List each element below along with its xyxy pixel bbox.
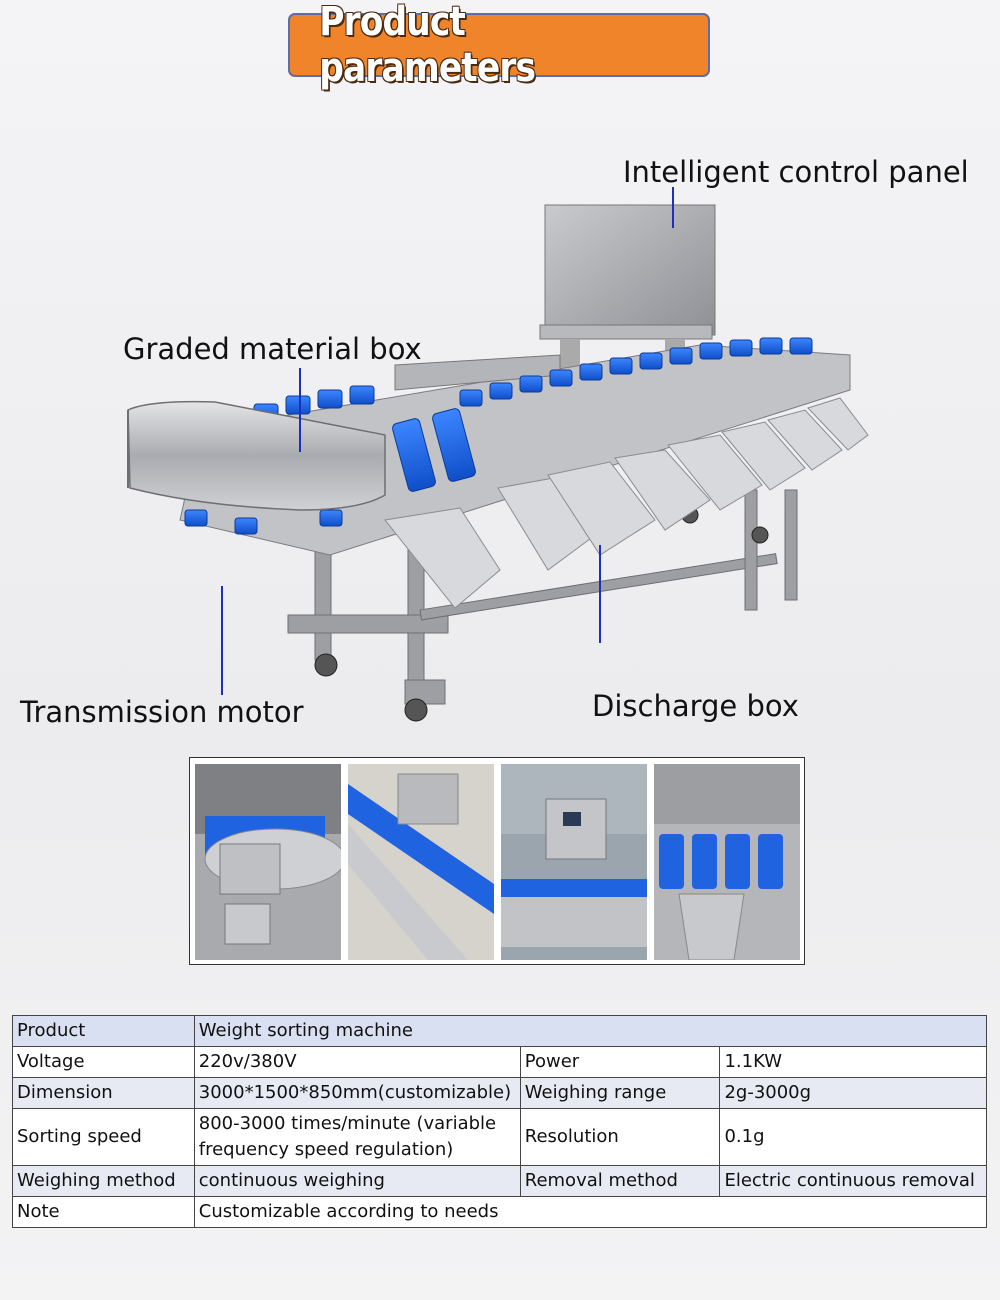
- spec-label: Resolution: [519, 1108, 721, 1166]
- left-curved-guard: [127, 400, 386, 511]
- leader-lines: [221, 187, 674, 695]
- table-row: Product Weight sorting machine: [12, 1015, 988, 1047]
- table-row: Dimension 3000*1500*850mm(customizable) …: [12, 1077, 987, 1109]
- table-row: Weighing method continuous weighing Remo…: [12, 1165, 987, 1197]
- photo-thumbnail: [195, 764, 341, 960]
- spec-label: Weighing range: [519, 1077, 721, 1109]
- spec-table: Product Weight sorting machine Voltage 2…: [12, 1015, 988, 1228]
- photo-thumbnail: [654, 764, 800, 960]
- spec-value: 0.1g: [719, 1108, 987, 1166]
- table-row: Note Customizable according to needs: [12, 1196, 988, 1228]
- table-row: Voltage 220v/380V Power 1.1KW: [12, 1046, 987, 1078]
- spec-value: 3000*1500*850mm(customizable): [193, 1077, 521, 1109]
- spec-value: 1.1KW: [719, 1046, 987, 1078]
- photo-gallery: [189, 757, 805, 965]
- banner-title: Product parameters: [319, 0, 536, 91]
- spec-label: Sorting speed: [12, 1108, 195, 1166]
- title-banner: Product parameters: [288, 0, 710, 91]
- machine-illustration: [127, 187, 869, 722]
- spec-label: Voltage: [12, 1046, 195, 1078]
- callout-control-panel: Intelligent control panel: [623, 155, 969, 189]
- spec-label: Weighing method: [12, 1165, 195, 1197]
- callout-material-box: Graded material box: [123, 332, 422, 366]
- spec-value: 800-3000 times/minute (variable frequenc…: [193, 1108, 521, 1166]
- discharge-chutes: [384, 397, 869, 609]
- spec-label: Product: [12, 1015, 195, 1047]
- photo-thumbnail: [501, 764, 647, 960]
- callout-discharge-box: Discharge box: [592, 689, 799, 723]
- spec-value: Electric continuous removal: [719, 1165, 987, 1197]
- spec-label: Dimension: [12, 1077, 195, 1109]
- blue-buckets: [184, 337, 813, 535]
- table-row: Sorting speed 800-3000 times/minute (var…: [12, 1108, 987, 1166]
- spec-label: Power: [519, 1046, 721, 1078]
- spec-value: 2g-3000g: [719, 1077, 987, 1109]
- spec-label: Note: [12, 1196, 195, 1228]
- spec-value: Weight sorting machine: [193, 1015, 988, 1047]
- spec-value: Customizable according to needs: [193, 1196, 988, 1228]
- photo-thumbnail: [348, 764, 494, 960]
- spec-label: Removal method: [519, 1165, 721, 1197]
- spec-value: 220v/380V: [193, 1046, 521, 1078]
- callout-transmission-motor: Transmission motor: [20, 695, 304, 729]
- spec-value: continuous weighing: [193, 1165, 521, 1197]
- frame: [287, 489, 798, 711]
